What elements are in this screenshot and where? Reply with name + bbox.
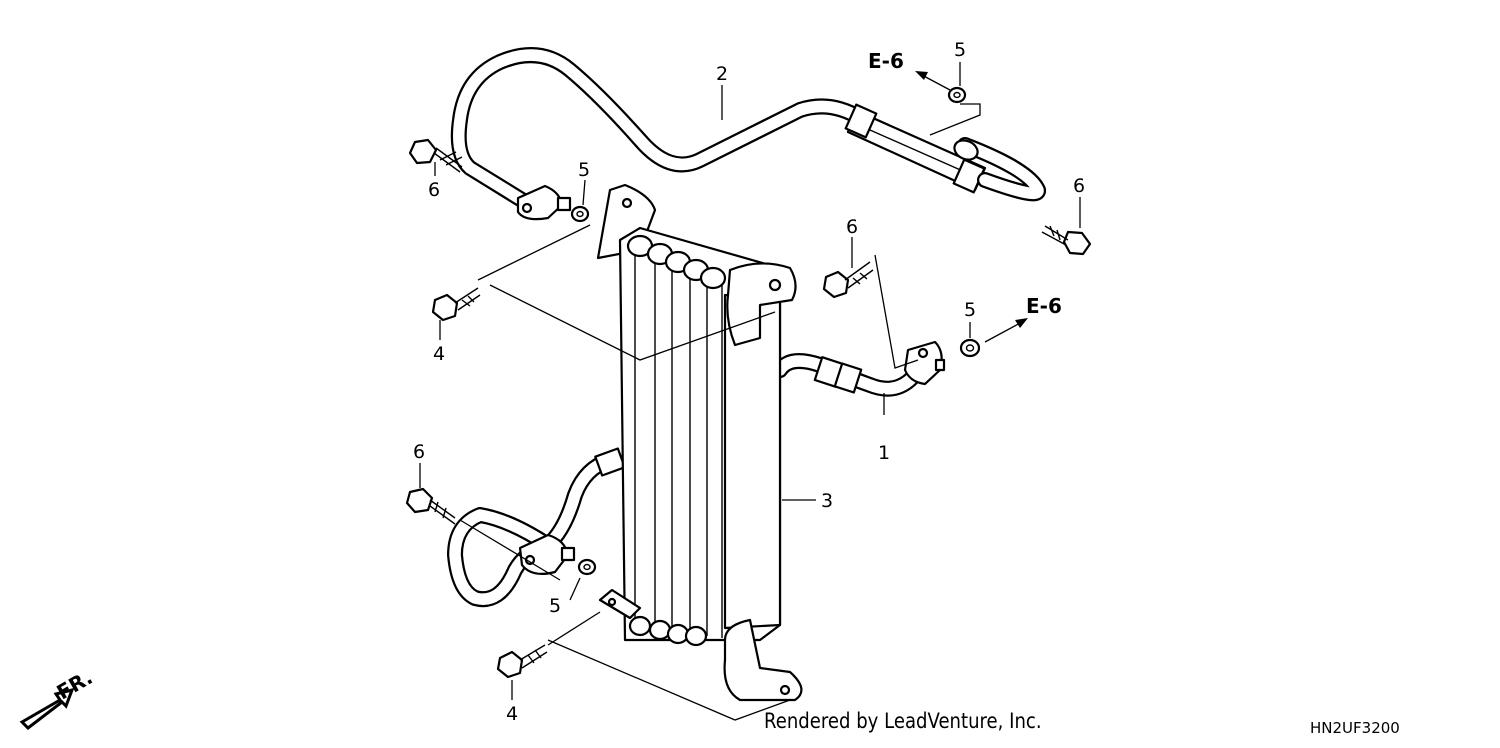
leader-lines [419,62,1081,721]
callout-washer-right: 5 [964,299,976,321]
callout-hose-lower: 1 [878,442,890,464]
upper-oil-hose[interactable] [450,47,1046,221]
credit-text: Rendered by LeadVenture, Inc. [764,709,1042,733]
callout-washer-left-lower: 5 [549,595,561,617]
ref-arrow-top [915,71,951,91]
washer-5-left-upper[interactable] [570,205,590,223]
washer-5-top[interactable] [947,86,967,104]
callout-oil-cooler: 3 [821,490,833,512]
bolt-6-mid[interactable] [822,261,874,299]
bolt-4-upper[interactable] [431,287,481,322]
diagram-code: HN2UF3200 [1310,719,1400,737]
front-direction-arrow: FR. [19,665,97,730]
bolt-6-upper-left[interactable] [408,138,463,173]
callout-bolt-upper-left: 6 [428,179,440,201]
ref-e6-top: E-6 [868,49,904,73]
bolt-6-lower-left[interactable] [405,487,456,525]
callout-bolt-upper-right: 6 [1073,175,1085,197]
bolt-4-lower[interactable] [496,644,548,679]
bolt-6-upper-right[interactable] [1041,225,1092,256]
washer-5-right[interactable] [959,338,981,358]
oil-cooler[interactable] [596,183,803,702]
callout-bolt-4-upper: 4 [433,343,445,365]
callout-hose-upper: 2 [716,63,728,85]
callout-bolt-4-lower: 4 [506,703,518,725]
callout-bolt-lower-left: 6 [413,441,425,463]
ref-e6-right: E-6 [1026,294,1062,318]
callout-washer-top: 5 [954,39,966,61]
lower-oil-hose[interactable] [772,340,946,397]
callout-washer-left-upper: 5 [578,159,590,181]
ref-arrow-right [984,318,1028,343]
lower-left-hose[interactable] [447,447,626,608]
callout-bolt-mid: 6 [846,216,858,238]
washer-5-left-lower[interactable] [577,558,597,576]
